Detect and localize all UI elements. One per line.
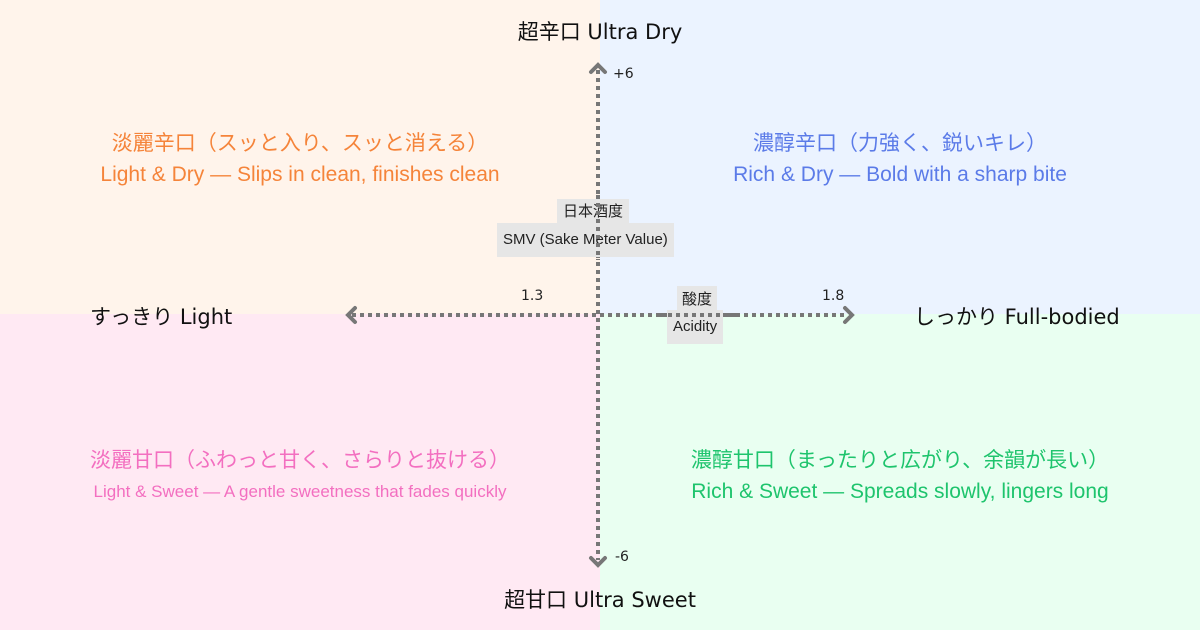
tick-bottom: -6	[615, 549, 629, 565]
quadrant-light-dry	[0, 0, 600, 314]
quadrant-light-dry-en: Light & Dry ― Slips in clean, finishes c…	[100, 163, 500, 186]
axis-top-title: 超辛口 Ultra Dry	[517, 20, 683, 44]
quadrant-rich-dry-en: Rich & Dry ― Bold with a sharp bite	[733, 163, 1067, 186]
quadrant-rich-dry-jp: 濃醇辛口（力強く、鋭いキレ）	[753, 131, 1047, 155]
axis-bottom-title: 超甘口 Ultra Sweet	[504, 588, 696, 612]
quadrant-rich-dry	[600, 0, 1200, 314]
smv-label-jp: 日本酒度	[557, 199, 630, 225]
acidity-label-en: Acidity	[667, 310, 724, 344]
tick-right: 1.8	[822, 288, 845, 304]
axis-right-title: しっかり Full-bodied	[914, 305, 1120, 329]
arrow-left-icon	[345, 306, 357, 324]
quadrant-light-dry-jp: 淡麗辛口（スッと入り、スッと消える）	[111, 131, 489, 155]
axis-left-title: すっきり Light	[90, 305, 233, 329]
quadrant-rich-sweet-jp: 濃醇甘口（まったりと広がり、余韻が長い）	[690, 448, 1110, 472]
quadrant-rich-sweet-text: 濃醇甘口（まったりと広がり、余韻が長い） Rich & Sweet ― Spre…	[600, 443, 1200, 507]
arrow-down-icon	[589, 556, 607, 568]
quadrant-rich-sweet	[600, 314, 1200, 630]
quadrant-rich-dry-text: 濃醇辛口（力強く、鋭いキレ） Rich & Dry ― Bold with a …	[600, 126, 1200, 190]
quadrant-light-sweet-jp: 淡麗甘口（ふわっと甘く、さらりと抜ける）	[90, 448, 510, 472]
tick-top: +6	[613, 66, 634, 82]
tick-left: 1.3	[521, 288, 544, 304]
quadrant-light-sweet-text: 淡麗甘口（ふわっと甘く、さらりと抜ける） Light & Sweet ― A g…	[0, 443, 600, 507]
quadrant-light-sweet	[0, 314, 600, 630]
quadrant-rich-sweet-en: Rich & Sweet ― Spreads slowly, lingers l…	[691, 480, 1109, 503]
quadrant-light-dry-text: 淡麗辛口（スッと入り、スッと消える） Light & Dry ― Slips i…	[0, 126, 600, 190]
smv-label-en: SMV (Sake Meter Value)	[497, 223, 674, 257]
acidity-label-jp: 酸度	[677, 286, 718, 314]
arrow-right-icon	[843, 306, 855, 324]
quadrant-light-sweet-en: Light & Sweet ― A gentle sweetness that …	[93, 482, 507, 501]
arrow-up-icon	[589, 62, 607, 74]
